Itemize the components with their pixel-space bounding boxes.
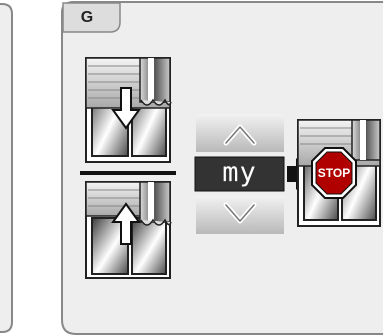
up-arrow-icon — [111, 202, 141, 245]
shutter-up-window-icon — [85, 181, 172, 279]
panel-letter: G — [80, 9, 94, 26]
panel-tab — [62, 2, 121, 33]
down-arrow-icon — [111, 87, 141, 130]
shutter-down-window-icon — [85, 57, 172, 163]
down-chevron-icon — [196, 196, 284, 234]
my-button-label: my — [222, 157, 257, 188]
left-panel-edge — [0, 3, 13, 333]
up-chevron-icon — [196, 114, 284, 152]
stop-sign-icon — [311, 147, 357, 199]
stop-sign-label: STOP — [317, 166, 351, 180]
separator-line — [80, 171, 176, 175]
my-button-icon — [194, 156, 285, 192]
